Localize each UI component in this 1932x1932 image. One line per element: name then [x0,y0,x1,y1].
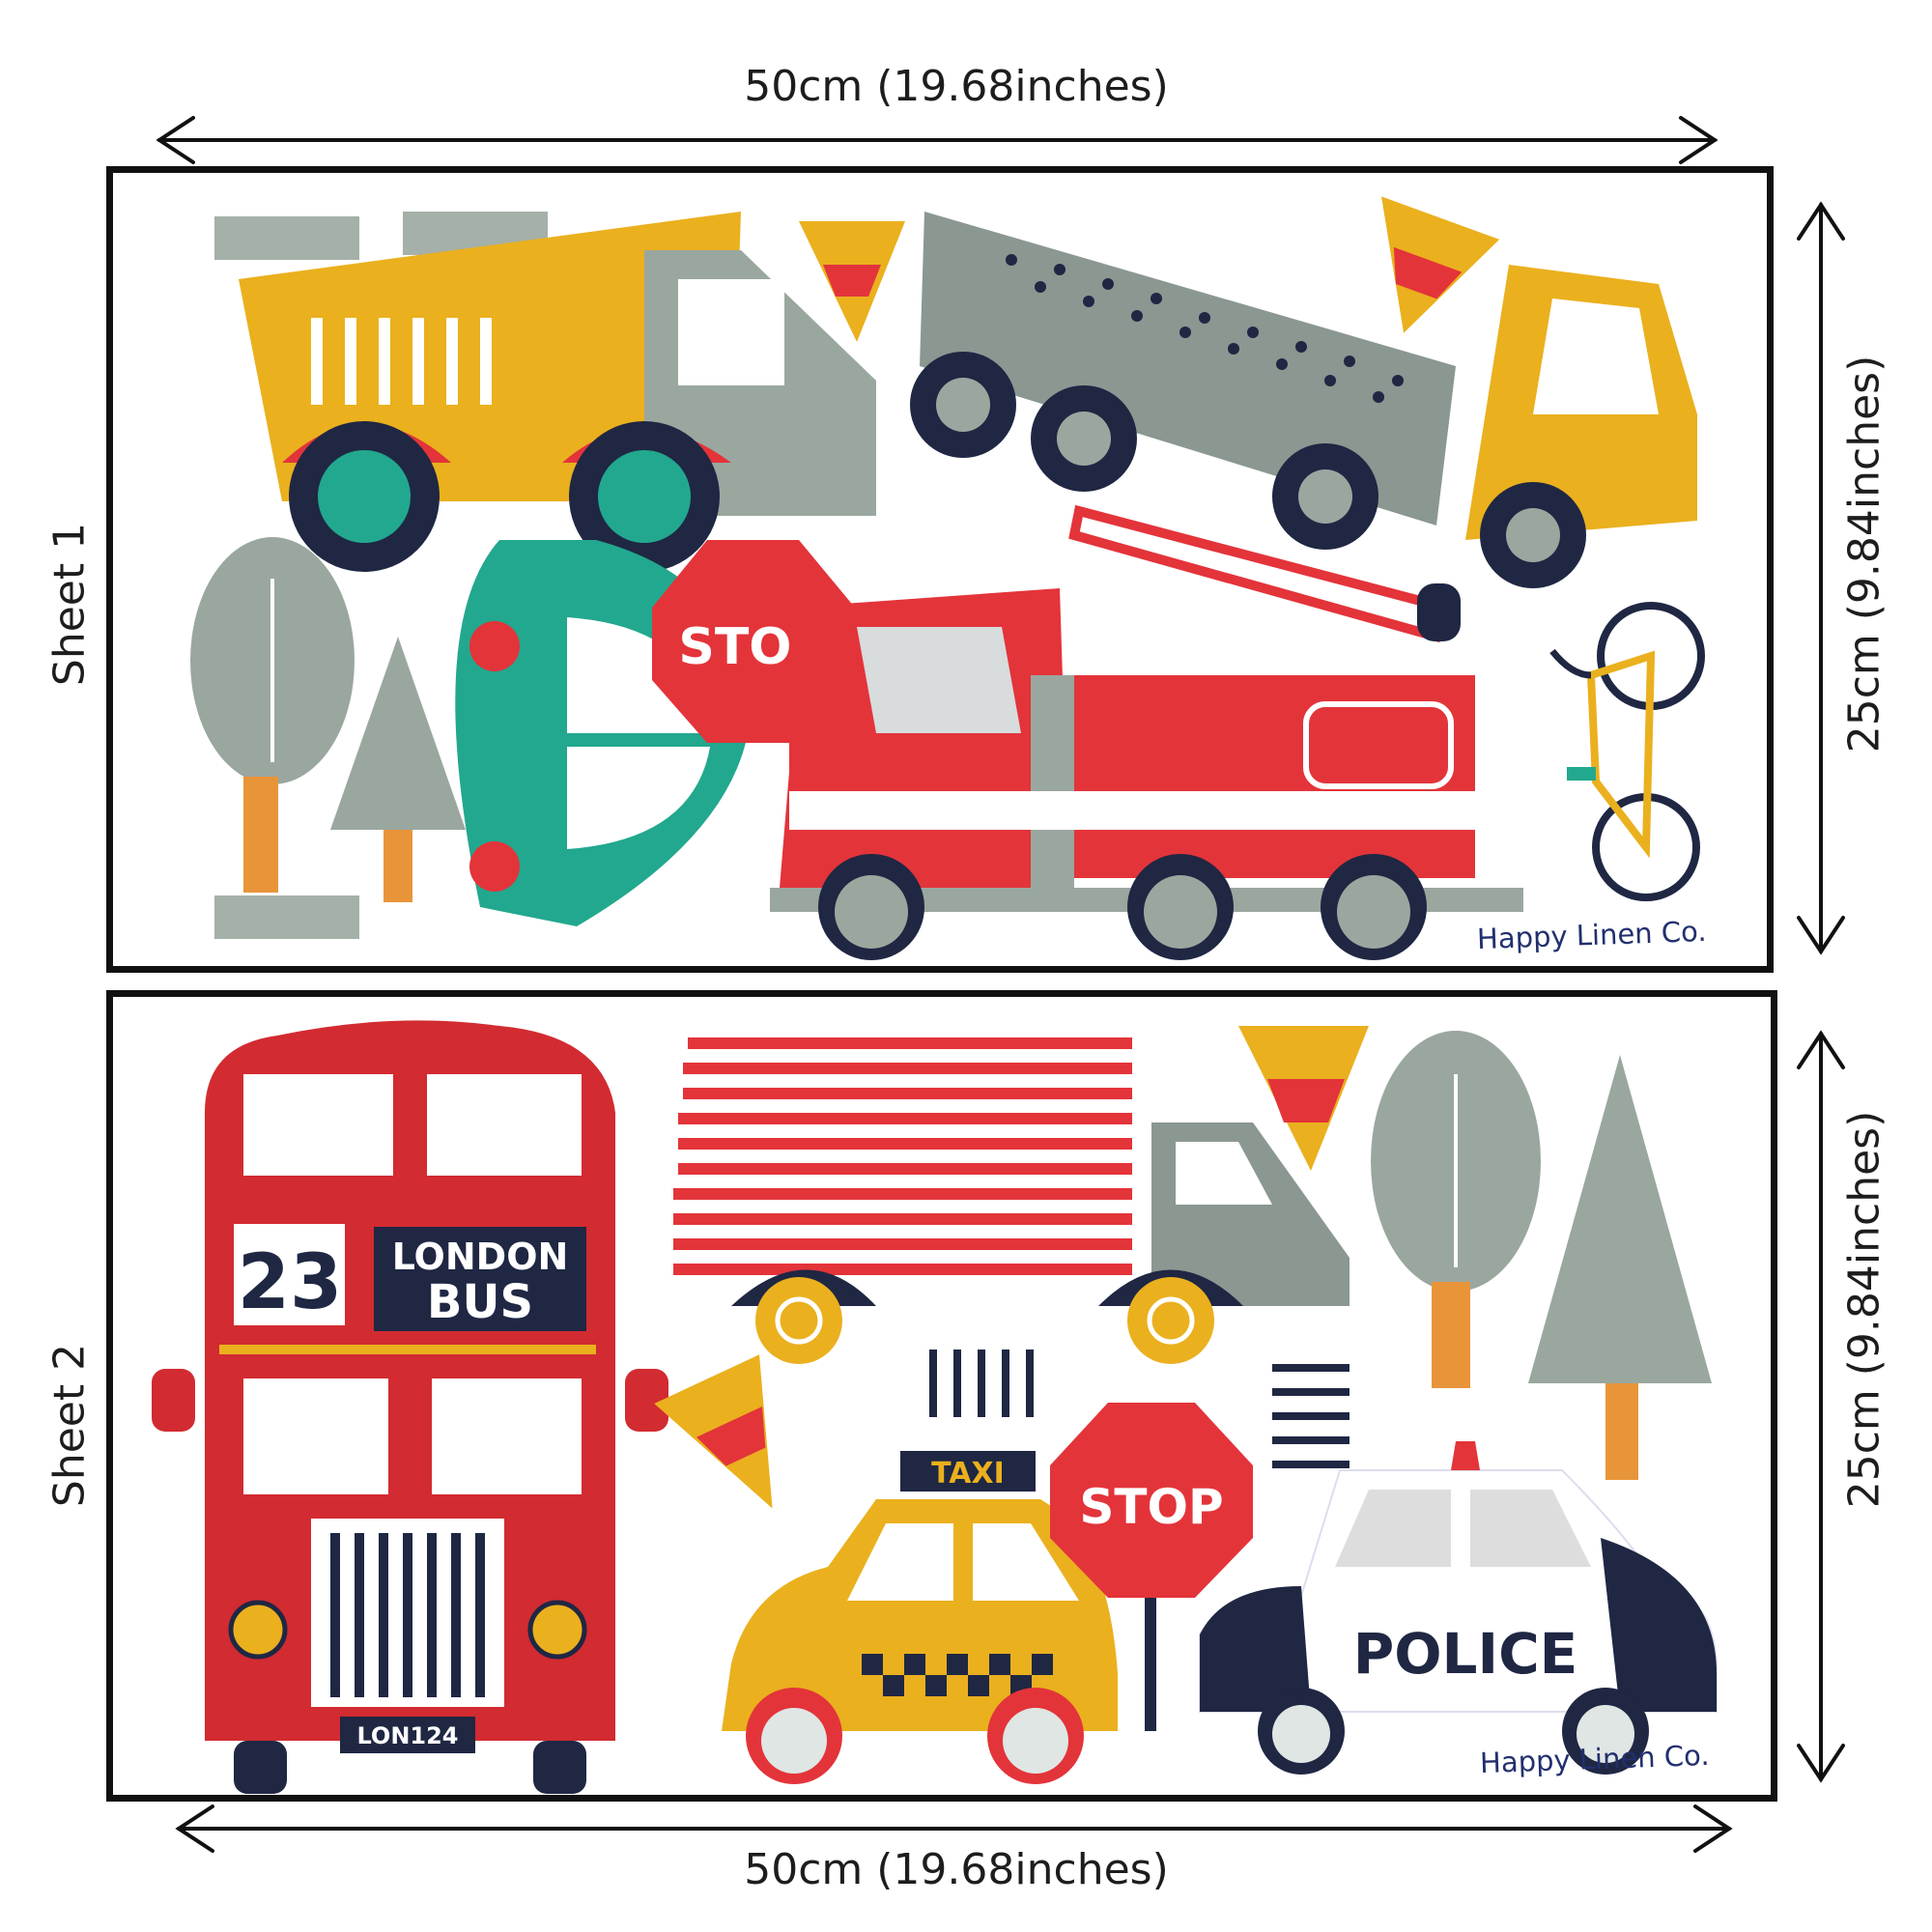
stop-sign-text: STOP [1079,1479,1223,1535]
sheet-1: STOP Happy Linen Co. [106,166,1774,973]
truck-wheel [755,1277,842,1364]
pine-tree [330,637,466,902]
dump-truck [239,212,876,572]
gravel-truck [910,212,1697,588]
fire-truck [770,504,1523,960]
striped-lorry [673,1037,1350,1364]
bus-route-number: 23 [238,1239,343,1326]
traffic-cone [799,221,905,342]
stop-sign: STOP [1050,1403,1253,1731]
traffic-cone [1238,1026,1369,1171]
traffic-cone [654,1354,773,1509]
police-car: POLICE [1199,1441,1718,1775]
traffic-cone [1381,196,1500,333]
bus-destination-line2: BUS [427,1275,533,1329]
bus-license-plate: LON124 [356,1722,458,1749]
bus-destination-line1: LONDON [392,1236,569,1278]
round-tree [190,537,355,893]
road-markings [929,1350,1350,1468]
bicycle [1549,602,1705,901]
bottom-width-label: 50cm (19.68inches) [744,1845,1169,1894]
sheet2-artwork: 23 LONDON BUS LON124 [152,1020,1718,1794]
truck-wheel [1127,1277,1214,1364]
police-label: POLICE [1353,1621,1578,1687]
taxi-roof-sign: TAXI [931,1457,1005,1491]
sheet-2: 23 LONDON BUS LON124 [106,990,1777,1802]
top-width-label: 50cm (19.68inches) [744,62,1169,111]
taxi: TAXI [722,1451,1118,1784]
pine-tree [1528,1055,1712,1480]
sheet1-artwork: STOP [190,196,1705,960]
round-tree [1371,1031,1541,1388]
double-decker-bus: 23 LONDON BUS LON124 [152,1020,668,1794]
